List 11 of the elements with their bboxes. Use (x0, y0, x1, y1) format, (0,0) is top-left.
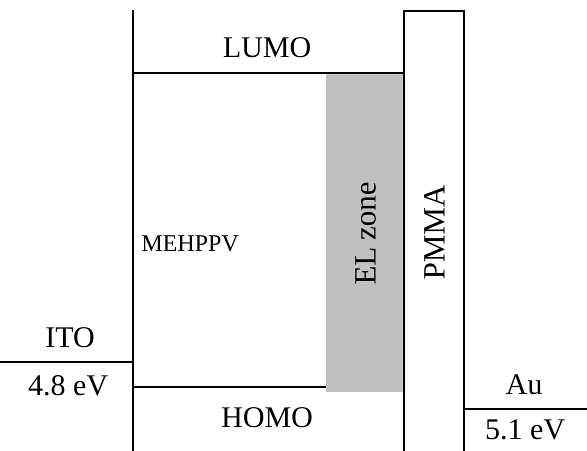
layer-box (403, 10, 465, 451)
work-function-label: 5.1 eV (485, 415, 565, 445)
layer-label: EL zone (349, 182, 380, 284)
electrode-label: ITO (45, 323, 95, 353)
energy-level-label: LUMO (222, 33, 312, 63)
layer-label: PMMA (418, 184, 450, 279)
emission-zone-band (326, 74, 403, 392)
work-function-label: 4.8 eV (28, 371, 108, 401)
energy-level-label: HOMO (221, 403, 313, 433)
electrode-label: Au (506, 370, 542, 400)
layer-label: MEHPPV (141, 232, 239, 256)
